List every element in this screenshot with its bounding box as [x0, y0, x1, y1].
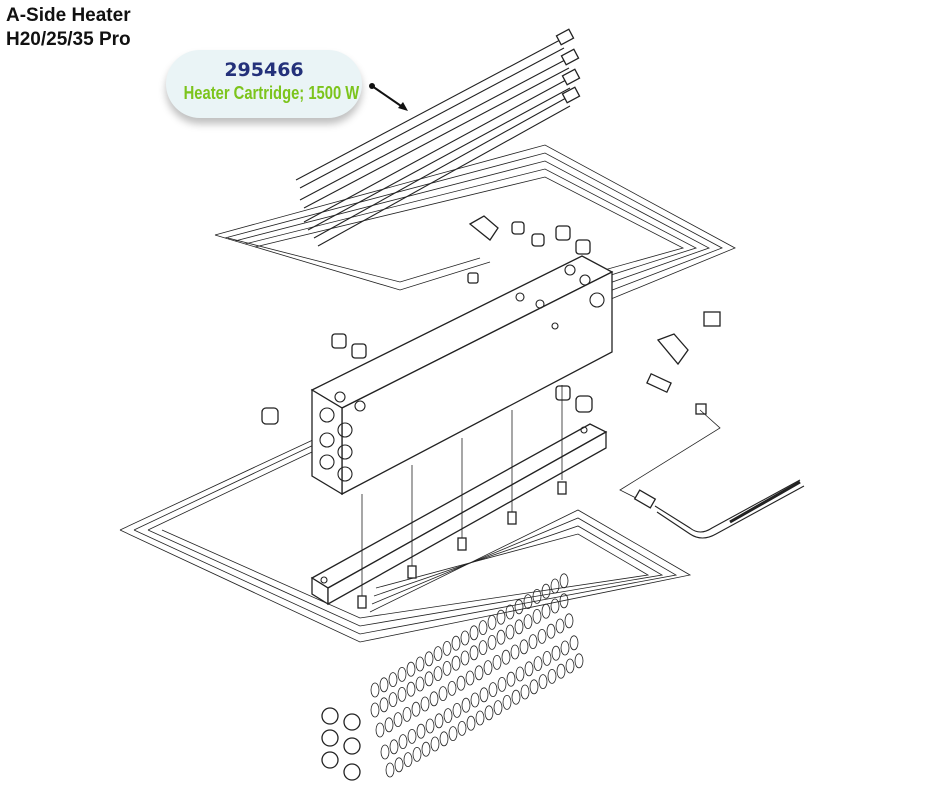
callout-leader-arrow	[369, 83, 408, 111]
diagram-title: A-Side Heater H20/25/35 Pro	[6, 4, 131, 52]
block-ports	[319, 264, 605, 482]
title-line-2: H20/25/35 Pro	[6, 29, 131, 50]
bottom-wire-loop	[119, 431, 692, 643]
spring-cap	[343, 713, 361, 731]
spring	[370, 573, 569, 698]
part-number: 295466	[224, 59, 304, 81]
spring	[375, 613, 574, 738]
screws	[357, 385, 567, 609]
spring-cap	[321, 729, 339, 747]
spring-cap	[343, 763, 361, 781]
heater-block	[310, 255, 614, 496]
heater-cartridge	[313, 86, 581, 247]
heater-cartridge	[299, 48, 580, 209]
spring	[385, 653, 584, 778]
spring-end-caps	[321, 707, 361, 781]
part-description: Heater Cartridge; 1500 W	[183, 83, 360, 103]
spring-cap	[321, 707, 339, 725]
springs	[370, 573, 584, 778]
temperature-sensor	[619, 409, 805, 539]
spring-cap	[343, 737, 361, 755]
mounting-bar	[310, 423, 608, 606]
plugs	[261, 221, 593, 425]
spring	[380, 635, 579, 760]
spring-cap	[321, 751, 339, 769]
heater-cartridges	[295, 28, 581, 247]
title-line-1: A-Side Heater	[6, 5, 131, 26]
elbow-fittings	[468, 215, 721, 415]
spring	[370, 593, 569, 718]
part-callout[interactable]: 295466 Heater Cartridge; 1500 W	[166, 50, 362, 118]
top-wire-loop	[214, 144, 736, 321]
heater-cartridge	[295, 28, 575, 189]
heater-cartridge	[303, 68, 581, 231]
